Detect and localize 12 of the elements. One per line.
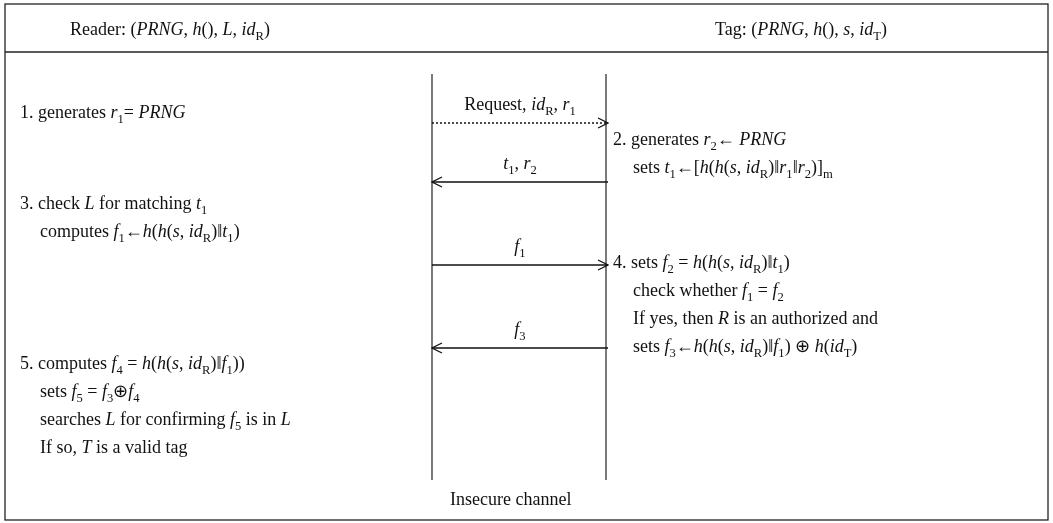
- header-text: Reader: (PRNG, h(), L, id$_{R}$): [70, 18, 270, 45]
- header-text: Tag: (PRNG, h(), s, id$_{T}$): [715, 18, 887, 45]
- step-text: 3. check L for matching t$_{1}$ computes f$_{1}$←h(h(s, id$_{R}$)‖t$_{1}$): [15, 178, 430, 270]
- step-text: 5. computes f$_{4}$ = h(h(s, id$_{R}$)‖f$_{1}$)) sets f$_{5}$ = f$_{3}$⊕f$_{4}$ searches L for confirming f$_{5}$ is in L If so, T is a valid tag: [15, 340, 430, 460]
- step-text: 1. generates r$_{1}$= PRNG: [15, 95, 430, 131]
- arrow: [431, 342, 609, 354]
- arrow: [431, 259, 609, 271]
- arrow: [431, 117, 609, 129]
- step-text: 4. sets f$_{2}$ = h(h(s, id$_{R}$)‖t$_{1}$) check whether f$_{1}$ = f$_{2}$ If yes, then R is an authorized and sets f$_{3}$←h(h(s, id$_{R}$)‖f$_{1}$) ⊕ h(id$_{T}$): [608, 245, 1045, 357]
- channel-caption: Insecure channel: [450, 488, 572, 510]
- step-text: 2. generates r$_{2}$← PRNG sets t$_{1}$←[h(h(s, id$_{R}$)‖r$_{1}$‖r$_{2}$)]$_{m}$: [608, 118, 1045, 188]
- arrow: [431, 176, 609, 188]
